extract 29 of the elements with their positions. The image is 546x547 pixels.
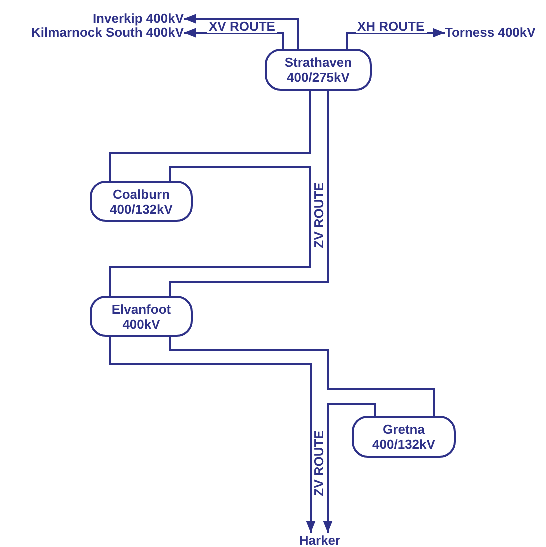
line — [169, 337, 435, 416]
arrow — [184, 14, 299, 49]
route-label: XV ROUTE — [207, 20, 278, 32]
arrow — [184, 28, 284, 49]
substation-name: Gretna — [383, 422, 425, 437]
route-label: ZV ROUTE — [312, 180, 326, 250]
substation-box — [265, 49, 372, 91]
line — [169, 91, 329, 296]
substation-box — [90, 296, 193, 337]
substation-name: Strathaven — [284, 55, 352, 70]
route-label: XH ROUTE — [356, 20, 427, 32]
arrow — [346, 28, 445, 49]
line — [109, 166, 311, 296]
line — [109, 91, 311, 181]
substation-name: Coalburn — [112, 186, 170, 202]
substation-label: Kilmarnock South 400kV — [4, 25, 184, 40]
substation-label: Inverkip 400kV — [60, 11, 184, 26]
substation-name: Elvanfoot — [112, 302, 172, 316]
substation-label: Torness 400kV — [445, 25, 545, 40]
voltage-text: 400/132kV — [110, 202, 173, 216]
voltage-text: 400kV — [122, 316, 160, 332]
substation-label: Harker — [290, 533, 350, 547]
substation-box — [352, 416, 456, 458]
route-label: ZV ROUTE — [312, 428, 326, 498]
arrow — [109, 337, 316, 533]
substation-box — [90, 181, 193, 222]
voltage-text: 400/132kV — [372, 437, 436, 452]
arrow — [323, 403, 376, 533]
voltage-text: 400/275kV — [287, 70, 350, 85]
